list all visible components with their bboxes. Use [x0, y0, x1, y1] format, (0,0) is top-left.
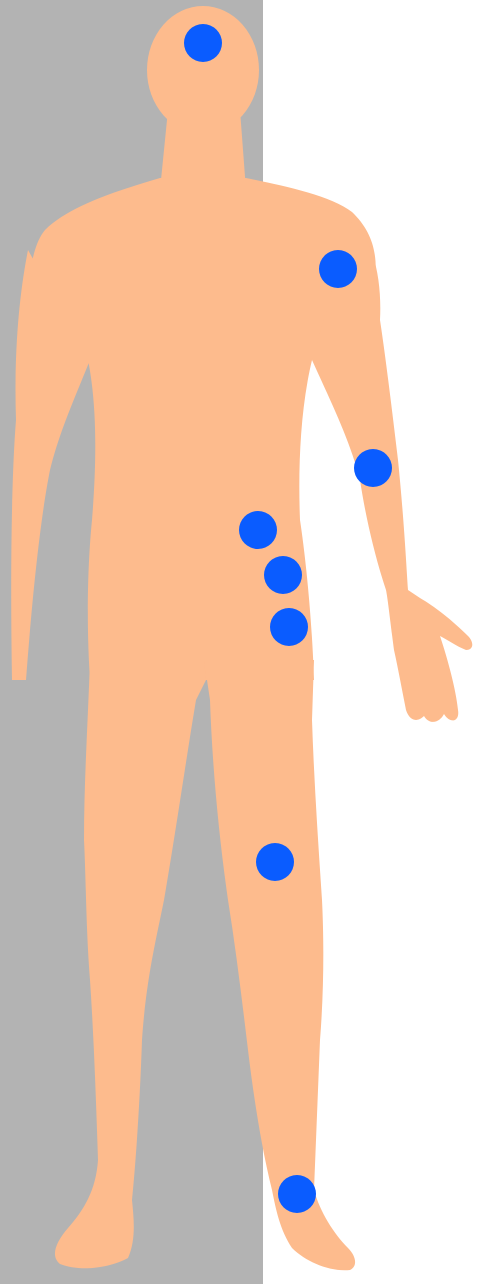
marker-left-elbow[interactable] — [354, 449, 392, 487]
marker-left-hip-lower[interactable] — [270, 608, 308, 646]
torso-shape — [27, 178, 375, 680]
marker-left-knee[interactable] — [256, 843, 294, 881]
marker-left-ankle[interactable] — [278, 1175, 316, 1213]
left-leg-shape — [204, 660, 355, 1270]
left-arm-shape — [312, 222, 472, 722]
marker-left-hip-upper[interactable] — [239, 511, 277, 549]
marker-left-shoulder[interactable] — [319, 250, 357, 288]
marker-head[interactable] — [184, 24, 222, 62]
marker-left-hip-middle[interactable] — [264, 556, 302, 594]
body-silhouette — [11, 6, 472, 1270]
right-leg-shape — [55, 660, 206, 1268]
